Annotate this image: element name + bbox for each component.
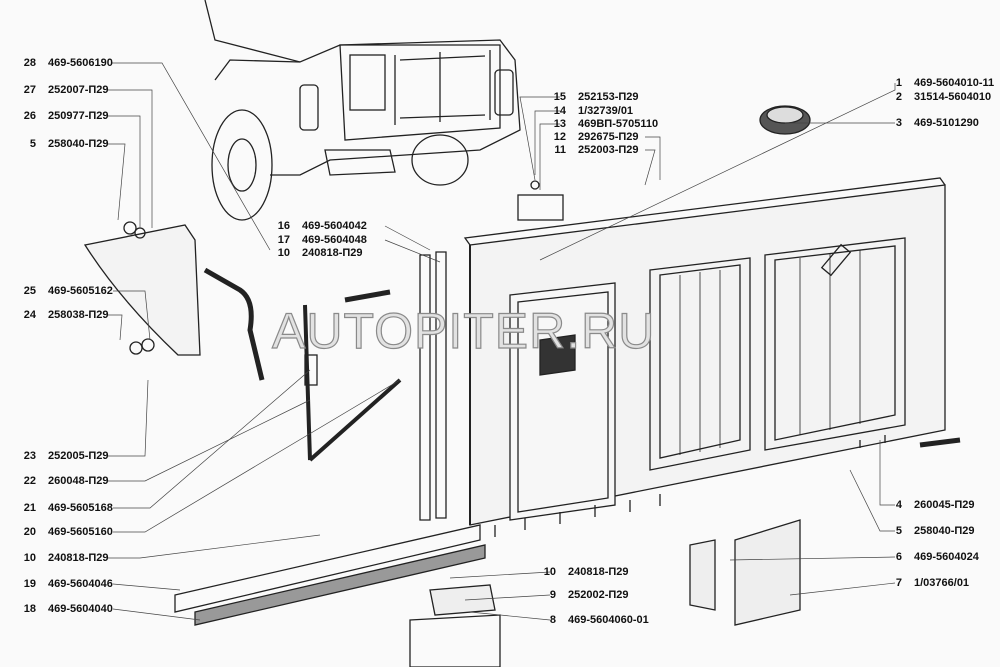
callout-number: 11 (554, 144, 566, 156)
callout-number: 18 (23, 603, 36, 615)
part-number: 1/03766/01 (914, 577, 970, 589)
part-number: 469-5604042 (302, 220, 367, 232)
callout-number: 3 (895, 117, 902, 129)
callout-number: 22 (23, 475, 36, 487)
callout-number: 9 (549, 589, 556, 601)
part-number: 469ВП-5705110 (578, 118, 659, 130)
callout-number: 20 (23, 526, 36, 538)
callout-number: 10 (277, 247, 290, 259)
part-number: 1/32739/01 (578, 105, 634, 117)
callout-number: 10 (23, 552, 36, 564)
part-number: 469-5604024 (914, 551, 979, 563)
callout-number: 24 (23, 309, 36, 321)
callout-number: 7 (895, 577, 902, 589)
callout-number: 4 (895, 499, 902, 511)
callout-number: 5 (895, 525, 902, 537)
part-number: 252153-П29 (578, 91, 639, 103)
tailgate-panel (463, 177, 946, 537)
part-number: 252003-П29 (578, 144, 639, 156)
part-number: 260048-П29 (48, 475, 109, 487)
part-number: 31514-5604010 (914, 91, 992, 103)
callout-number: 13 (553, 118, 566, 130)
part-number: 252007-П29 (48, 84, 109, 96)
part-number: 469-5605160 (48, 526, 113, 538)
part-number: 252002-П29 (568, 589, 629, 601)
callout-number: 14 (553, 105, 566, 117)
part-number: 292675-П29 (578, 131, 639, 143)
part-number: 240818-П29 (48, 552, 109, 564)
leader-lines (108, 62, 896, 621)
watermark: AUTOPITER.RU (271, 302, 656, 359)
callout-number: 23 (23, 450, 36, 462)
callout-number: 25 (23, 285, 36, 297)
part-number: 469-5604048 (302, 234, 367, 246)
part-number: 469-5604046 (48, 578, 113, 590)
callout-number: 17 (277, 234, 290, 246)
part-number: 258040-П29 (48, 138, 109, 150)
part-number: 260045-П29 (914, 499, 975, 511)
callout-number: 1 (895, 77, 902, 89)
part-number: 469-5604060-01 (568, 614, 649, 626)
callout-number: 12 (553, 131, 566, 143)
part-number: 258038-П29 (48, 309, 109, 321)
callout-number: 6 (895, 551, 902, 563)
callout-number: 19 (23, 578, 36, 590)
callout-number: 15 (553, 91, 566, 103)
part-number: 252005-П29 (48, 450, 109, 462)
part-number: 469-5101290 (914, 117, 979, 129)
part-number: 469-5604010-11 (914, 77, 995, 89)
callout-number: 28 (23, 57, 36, 69)
vehicle-rear-sketch (204, 0, 521, 221)
part-number: 469-5605168 (48, 502, 113, 514)
part-number: 469-5604040 (48, 603, 113, 615)
side-bracket (83, 180, 564, 626)
part-number: 240818-П29 (568, 566, 629, 578)
callout-number: 5 (29, 138, 36, 150)
callout-number: 10 (543, 566, 556, 578)
callout-number: 16 (277, 220, 290, 232)
part-number: 240818-П29 (302, 247, 363, 259)
callout-number: 8 (549, 614, 556, 626)
part-number: 250977-П29 (48, 110, 109, 122)
part-number: 469-5606190 (48, 57, 113, 69)
right-parts (409, 105, 961, 667)
part-number: 469-5605162 (48, 285, 113, 297)
callout-number: 26 (23, 110, 36, 122)
part-number: 258040-П29 (914, 525, 975, 537)
callout-number: 27 (23, 84, 36, 96)
callout-number: 21 (23, 502, 36, 514)
callout-number: 2 (895, 91, 902, 103)
